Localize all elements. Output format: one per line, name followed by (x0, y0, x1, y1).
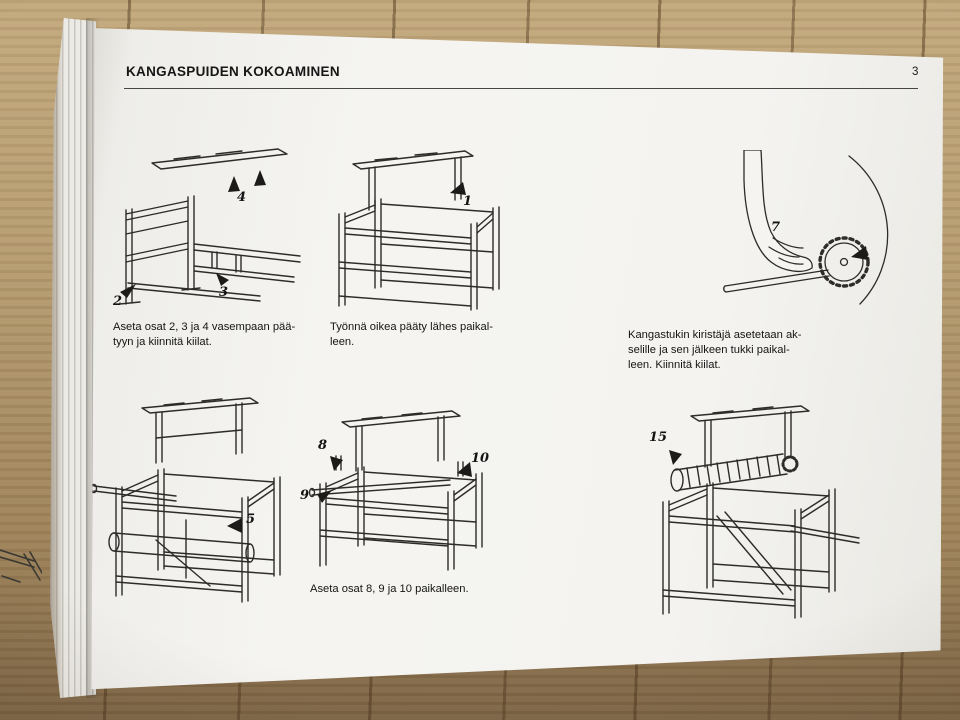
figure-caption: Aseta osat 8, 9 ja 10 paikalleen. (310, 583, 469, 595)
part-number-label: 10 (471, 451, 490, 466)
figure-slide-right-end: 1 (323, 138, 508, 313)
hand-ratchet-drawing (723, 150, 889, 305)
loom-with-beams-drawing (308, 410, 483, 571)
loom-with-cloth-beam-drawing (91, 397, 281, 603)
part-number-label: 1 (463, 194, 473, 209)
page-number: 3 (912, 66, 919, 78)
page-title: KANGASPUIDEN KOKOAMINEN (126, 64, 340, 79)
part-number-label: 5 (246, 512, 256, 527)
part-number-label: 8 (318, 438, 328, 453)
part-number-label: 15 (649, 430, 668, 445)
part-number-label: 2 (113, 294, 123, 309)
part-number-label: 7 (771, 220, 781, 235)
part-number-label: 3 (219, 285, 229, 300)
header-rule (124, 88, 918, 89)
loom-with-warp-drawing (662, 405, 860, 619)
figure-caption: Työnnä oikea pääty lähes paikal- leen. (330, 321, 493, 348)
figure-assemble-left-end: 4 2 3 (108, 140, 313, 310)
figure-warp-beam: 15 (633, 398, 873, 648)
manual-page: KANGASPUIDEN KOKOAMINEN 3 (91, 28, 944, 690)
part-number-label: 9 (300, 488, 310, 503)
booklet-page-stack-edge (50, 18, 96, 698)
figure-caption: Aseta osat 2, 3 ja 4 vasempaan pää- tyyn… (113, 321, 296, 348)
figure-fit-ratchet: 7 (613, 150, 908, 310)
loom-exploded-left-end-drawing (119, 148, 301, 305)
figure-parts-8-9-10: 8 9 10 (300, 398, 500, 573)
loom-frame-drawing (338, 150, 500, 311)
adjacent-page-illustration-fragment (0, 549, 42, 583)
part-number-label: 4 (237, 190, 247, 205)
figure-cloth-beam: 5 (91, 390, 305, 630)
figure-caption: Kangastukin kiristäjä asetetaan ak- seli… (628, 329, 802, 371)
